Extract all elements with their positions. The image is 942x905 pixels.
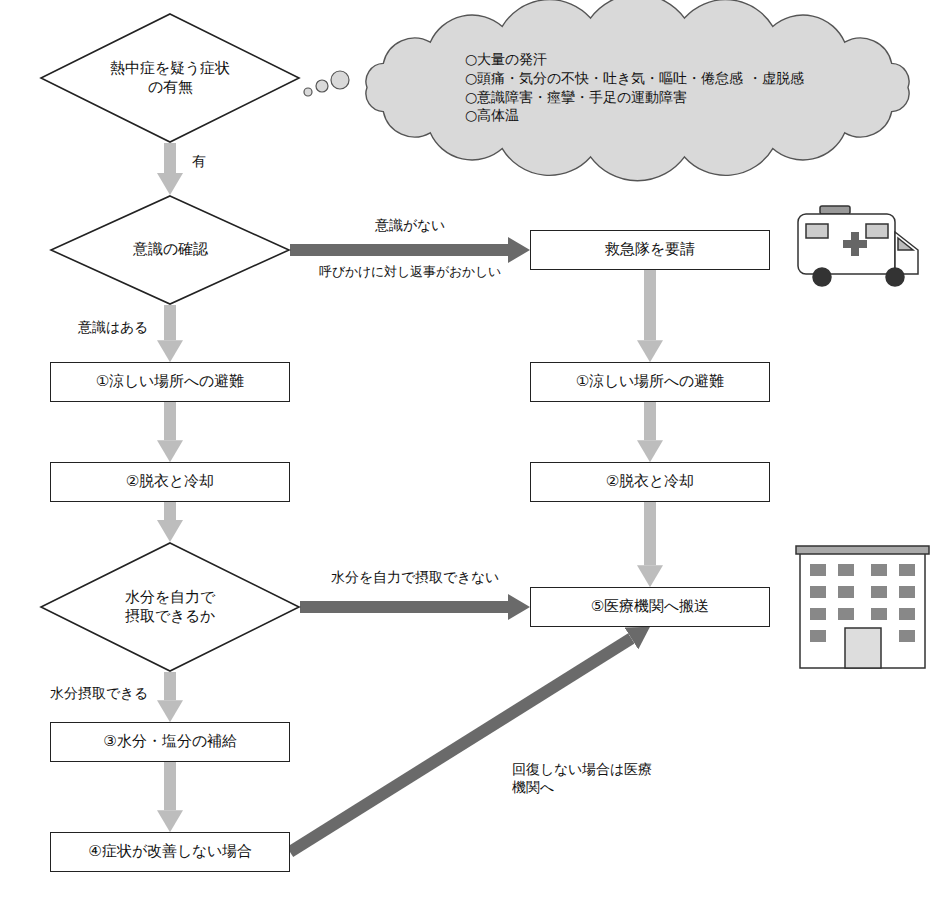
ambulance-wheel <box>886 268 904 286</box>
thought-bubbles <box>304 71 349 96</box>
ambulance-cross <box>843 232 867 256</box>
edge-label: 水分を自力で摂取できない <box>305 568 525 586</box>
edge-label: 意識はある <box>40 318 150 336</box>
text-group: ○大量の発汗○頭痛・気分の不快・吐き気・嘔吐・倦怠感 ・虚脱感○意識障害・痙攣・… <box>465 50 810 126</box>
hospital-building <box>800 552 925 668</box>
connector-arrow <box>644 402 656 441</box>
hospital-entrance <box>845 628 881 668</box>
decision-diamond: 熱中症を疑う症状の有無 <box>40 13 300 143</box>
process-box: ②脱衣と冷却 <box>530 462 770 502</box>
text-group: 水分を自力で摂取できるか <box>120 588 220 627</box>
ambulance-icon <box>798 206 918 286</box>
symptom-item: ○大量の発汗 <box>465 50 810 69</box>
process-box: 救急隊を要請 <box>530 230 770 270</box>
text-group: ②脱衣と冷却 <box>59 472 281 492</box>
process-box: ①涼しい場所への避難 <box>50 362 290 402</box>
hospital-icon <box>796 546 929 668</box>
ambulance-windscreen <box>898 238 913 250</box>
diamond-shape <box>51 196 289 304</box>
node-text: ②脱衣と冷却 <box>59 472 281 492</box>
edge-label: 水分摂取できる <box>30 684 150 702</box>
text-group: 熱中症を疑う症状の有無 <box>110 59 230 98</box>
decision-diamond: 水分を自力で摂取できるか <box>40 542 300 672</box>
connector-arrow <box>164 672 176 700</box>
condition-note: 呼びかけに対し返事がおかしい <box>300 264 520 281</box>
connector-arrow <box>290 244 508 256</box>
ambulance-cab <box>895 232 918 274</box>
text-group: 救急隊を要請 <box>539 240 761 260</box>
text-group: ①涼しい場所への避難 <box>59 372 281 392</box>
process-box: ④症状が改善しない場合 <box>50 832 290 872</box>
node-text: ①涼しい場所への避難 <box>539 372 761 392</box>
text-group: 意識の確認 <box>120 240 220 260</box>
process-box: ①涼しい場所への避難 <box>530 362 770 402</box>
connector-arrow <box>290 638 631 852</box>
node-text: ⑤医療機関へ搬送 <box>539 597 761 617</box>
cloud-shape <box>366 0 909 181</box>
bubble <box>331 71 349 89</box>
diamond-shape <box>41 14 299 142</box>
connector-arrow <box>164 762 176 811</box>
hospital-roof <box>796 546 929 554</box>
connector-arrow <box>164 143 176 173</box>
node-text: 水分を自力で摂取できるか <box>120 588 220 627</box>
text-group: ⑤医療機関へ搬送 <box>539 597 761 617</box>
node-text: ③水分・塩分の補給 <box>59 732 281 752</box>
cloud-outline <box>355 5 920 170</box>
edge-label: 有 <box>190 152 230 170</box>
ambulance-window <box>866 224 888 238</box>
connector-arrow <box>644 502 656 566</box>
text-group: ①涼しい場所への避難 <box>539 372 761 392</box>
process-box: ⑤医療機関へ搬送 <box>530 587 770 627</box>
node-text: 救急隊を要請 <box>539 240 761 260</box>
text-group: ②脱衣と冷却 <box>539 472 761 492</box>
decision-diamond: 意識の確認 <box>50 195 290 305</box>
symptom-item: ○意識障害・痙攣・手足の運動障害 <box>465 88 810 107</box>
bubble <box>316 80 328 92</box>
bubble <box>304 88 312 96</box>
connector-arrow <box>164 502 176 520</box>
connector-arrow <box>164 305 176 340</box>
ambulance-wheel <box>813 268 831 286</box>
process-box: ②脱衣と冷却 <box>50 462 290 502</box>
diamond-shape <box>41 543 299 671</box>
edge-label: 回復しない場合は医療機関へ <box>510 760 660 796</box>
ambulance-body <box>798 214 895 274</box>
symptom-item: ○高体温 <box>465 106 810 125</box>
symptom-item: ○頭痛・気分の不快・吐き気・嘔吐・倦怠感 ・虚脱感 <box>465 69 810 88</box>
ambulance-window <box>806 224 828 238</box>
process-box: ③水分・塩分の補給 <box>50 722 290 762</box>
node-text: 意識の確認 <box>120 240 220 260</box>
node-text: 熱中症を疑う症状の有無 <box>110 59 230 98</box>
connector-arrow <box>300 601 508 613</box>
node-text: ④症状が改善しない場合 <box>59 842 281 862</box>
symptom-cloud: ○大量の発汗○頭痛・気分の不快・吐き気・嘔吐・倦怠感 ・虚脱感○意識障害・痙攣・… <box>355 5 920 170</box>
node-text: ①涼しい場所への避難 <box>59 372 281 392</box>
text-group: ③水分・塩分の補給 <box>59 732 281 752</box>
text-group: ④症状が改善しない場合 <box>59 842 281 862</box>
ambulance-light <box>820 206 850 214</box>
connector-arrow <box>644 270 656 341</box>
connector-arrow <box>164 402 176 441</box>
edge-label: 意識がない <box>300 216 520 234</box>
node-text: ②脱衣と冷却 <box>539 472 761 492</box>
